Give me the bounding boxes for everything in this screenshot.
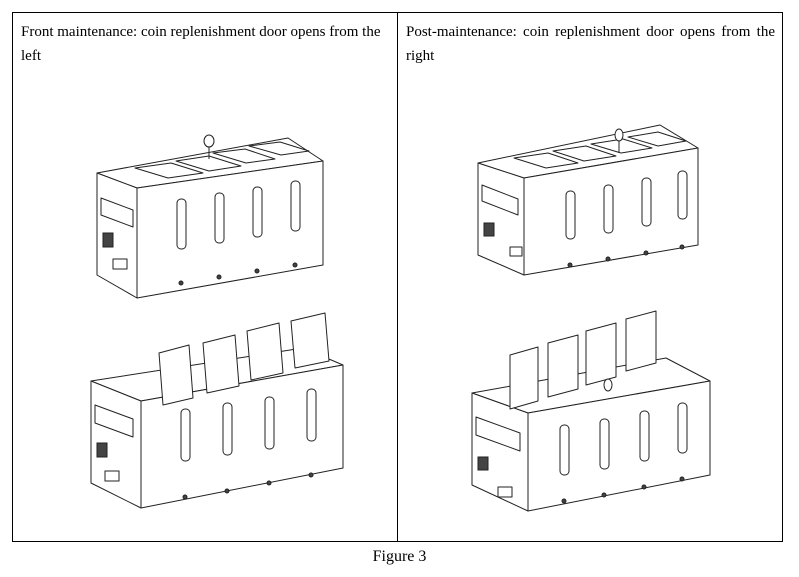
key-handle xyxy=(603,378,613,392)
side-latch xyxy=(509,246,523,257)
coin-slot-1 xyxy=(180,408,191,462)
left-panel: Front maintenance: coin replenishment do… xyxy=(13,13,397,541)
right-drawings xyxy=(471,124,711,512)
coin-slot-4 xyxy=(306,388,317,442)
side-lock xyxy=(102,232,114,248)
unit-left-face xyxy=(477,162,525,276)
left-drawings xyxy=(90,134,344,509)
unit-front-face xyxy=(523,147,699,276)
side-lock xyxy=(96,442,108,458)
unit-front-face xyxy=(527,380,711,512)
side-window xyxy=(94,404,134,438)
top-hatch-1 xyxy=(513,152,579,169)
open-door-2 xyxy=(202,334,240,394)
top-hatch-4 xyxy=(627,131,687,147)
open-door-3 xyxy=(585,322,617,386)
coin-slot-2 xyxy=(599,418,610,470)
panel-divider xyxy=(397,13,398,541)
figure-frame: Front maintenance: coin replenishment do… xyxy=(12,12,783,542)
coin-slot-2 xyxy=(603,184,614,234)
top-hatch-1 xyxy=(134,162,204,179)
left-closed-unit-drawing xyxy=(96,134,324,299)
open-door-1 xyxy=(158,344,194,406)
top-hatch-2 xyxy=(552,145,617,162)
coin-slot-2 xyxy=(222,402,233,456)
coin-slot-3 xyxy=(252,186,263,238)
coin-slot-1 xyxy=(559,424,570,476)
top-hatch-2 xyxy=(175,155,242,172)
top-hatch-3 xyxy=(590,138,653,154)
open-door-3 xyxy=(246,322,284,381)
side-window xyxy=(475,416,521,452)
figure-caption: Figure 3 xyxy=(372,548,427,565)
open-door-4 xyxy=(625,310,657,372)
open-door-2 xyxy=(547,334,579,398)
side-lock xyxy=(477,456,489,471)
coin-slot-2 xyxy=(214,192,225,244)
side-latch xyxy=(112,258,128,270)
coin-slot-4 xyxy=(677,170,688,220)
unit-front-face xyxy=(136,160,324,299)
coin-slot-3 xyxy=(639,410,650,462)
unit-left-face xyxy=(471,392,529,512)
right-open-unit-drawing xyxy=(471,310,711,512)
coin-slot-3 xyxy=(641,177,652,227)
key-handle xyxy=(614,128,624,142)
open-door-4 xyxy=(290,312,330,369)
side-window xyxy=(481,184,519,216)
coin-slot-1 xyxy=(565,190,576,240)
coin-slot-4 xyxy=(290,180,301,232)
coin-slot-4 xyxy=(677,402,688,454)
side-window xyxy=(100,197,134,228)
right-panel: Post-maintenance: coin replenishment doo… xyxy=(398,13,783,541)
open-door-1 xyxy=(509,346,539,410)
right-closed-unit-drawing xyxy=(477,124,699,276)
side-latch xyxy=(104,470,120,482)
top-hatch-3 xyxy=(212,148,276,164)
left-panel-caption: Front maintenance: coin replenishment do… xyxy=(21,24,381,64)
unit-front-face xyxy=(140,364,344,509)
coin-slot-3 xyxy=(264,396,275,450)
coin-slot-1 xyxy=(176,198,187,250)
side-latch xyxy=(497,486,513,498)
right-panel-caption: Post-maintenance: coin replenishment doo… xyxy=(406,24,775,64)
left-open-unit-drawing xyxy=(90,312,344,509)
side-lock xyxy=(483,222,495,237)
top-hatch-4 xyxy=(248,141,310,156)
key-handle xyxy=(203,134,215,148)
